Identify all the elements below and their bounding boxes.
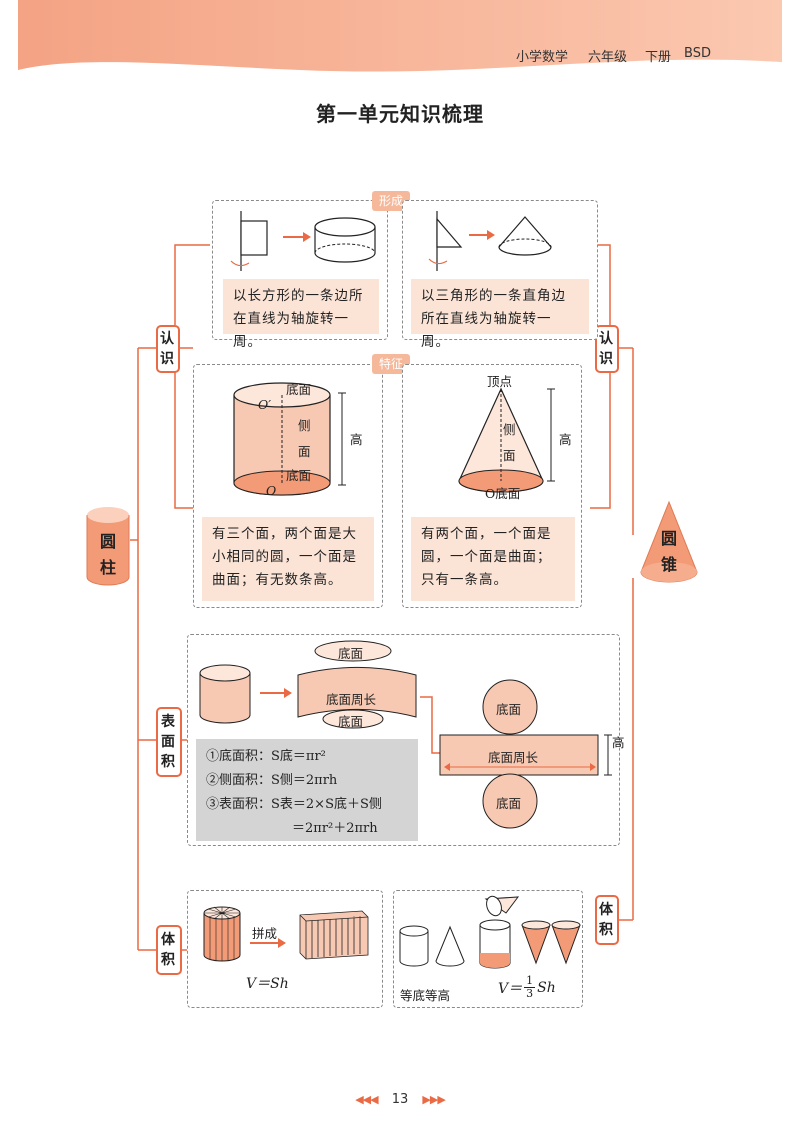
cylinder-volume-figure	[203, 906, 369, 962]
net-height-label: 高	[612, 735, 625, 750]
formula-surface-area: ③表面积：S表＝2×S底＋S侧	[206, 797, 382, 812]
cylinder-volume-formula: V＝Sh	[246, 976, 289, 992]
header-volume: 下册	[645, 50, 672, 65]
cone-height-label: 高	[559, 432, 572, 447]
prev-arrows-icon: ◀◀◀	[355, 1093, 378, 1106]
cone-label-text: 圆锥	[660, 529, 677, 574]
net-bottom-base-label: 底面	[496, 796, 522, 811]
unrolled-perimeter-label: 底面周长	[326, 692, 377, 707]
formation-cone-caption: 以三角形的一条直角边所在直线为轴旋转一周。	[411, 279, 589, 350]
formula-lateral-area: ②侧面积：S侧＝2πrh	[206, 773, 338, 788]
cone-apex-label: 顶点	[487, 374, 513, 389]
section-label-volume-left: 体积	[156, 925, 182, 975]
formation-cylinder-box: 以长方形的一条边所在直线为轴旋转一周。	[212, 200, 388, 350]
cyl-side-label-1: 侧	[298, 418, 311, 433]
page-footer: ◀◀◀ 13 ▶▶▶	[0, 1092, 800, 1107]
header-grade: 六年级	[588, 50, 628, 65]
cyl-bottom-base-label: 底面	[286, 468, 312, 483]
cyl-side-label-2: 面	[298, 444, 311, 459]
feature-cylinder-box: 底面 O′ 侧 面 高 底面 O 有三个面，两个面是大小相同的圆，一个面是曲面；…	[193, 364, 383, 608]
cone-volume-formula: V＝ 1 3 Sh	[498, 975, 556, 1000]
section-label-surface-area: 表面积	[156, 707, 182, 777]
cone-side-label-2: 面	[503, 448, 516, 463]
formation-cylinder-caption: 以长方形的一条边所在直线为轴旋转一周。	[223, 279, 379, 350]
next-arrows-icon: ▶▶▶	[422, 1093, 445, 1106]
surface-area-figure	[199, 640, 612, 829]
cone-formula-suffix: Sh	[537, 979, 556, 996]
cone-formula-fraction: 1 3	[524, 974, 536, 1000]
volume-cone-box: 等底等高 V＝ 1 3 Sh	[393, 890, 583, 1008]
header-subject: 小学数学	[516, 50, 569, 65]
cylinder-shape-label: 圆柱	[85, 505, 131, 587]
rectangle-rotation-figure	[230, 211, 376, 271]
cone-formula-prefix: V＝	[498, 980, 523, 997]
formation-cone-box: 以三角形的一条直角边所在直线为轴旋转一周。	[402, 200, 598, 350]
section-label-volume-right: 体积	[595, 895, 619, 945]
cone-base-label: O底面	[485, 486, 521, 501]
cone-label-icon	[640, 500, 698, 583]
cyl-height-label: 高	[350, 432, 363, 447]
volume-cylinder-box: 拼成 V＝Sh	[187, 890, 383, 1008]
cone-side-label-1: 侧	[503, 422, 516, 437]
header-edition: BSD	[684, 46, 711, 61]
feature-cone-caption: 有两个面，一个面是圆，一个面是曲面；只有一条高。	[411, 517, 575, 601]
cyl-top-base-label: 底面	[286, 382, 312, 397]
feature-cone-box: 顶点 侧 面 高 O底面 有两个面，一个面是圆，一个面是曲面；只有一条高。	[402, 364, 582, 608]
cone-feature-figure	[458, 387, 555, 493]
fraction-denominator: 3	[526, 987, 534, 1000]
cylinder-feature-figure	[233, 382, 346, 496]
page-title: 第一单元知识梳理	[316, 102, 484, 126]
cone-volume-figure	[399, 895, 581, 969]
cyl-top-center-label: O′	[258, 397, 272, 412]
section-label-recognition-right: 认识	[595, 325, 619, 373]
cylinder-label-icon	[86, 507, 130, 586]
triangle-rotation-figure	[428, 211, 552, 271]
tag-formation: 形成	[372, 191, 410, 211]
cone-shape-label: 圆锥	[639, 500, 699, 588]
formula-surface-area-expanded: ＝2πr²＋2πrh	[292, 821, 378, 836]
net-perimeter-label: 底面周长	[488, 750, 539, 765]
surface-area-box: 底面 底面周长 底面 底面 底面周长 高 底面 ①底面积：S底＝πr² ②侧面积…	[187, 634, 625, 846]
formula-base-area: ①底面积：S底＝πr²	[206, 749, 326, 764]
fraction-numerator: 1	[524, 974, 536, 988]
surface-formula-box: ①底面积：S底＝πr² ②侧面积：S侧＝2πrh ③表面积：S表＝2×S底＋S侧…	[196, 739, 418, 841]
cylinder-label-text: 圆柱	[99, 532, 116, 577]
tag-features: 特征	[372, 354, 410, 374]
header-banner	[18, 0, 782, 72]
net-top-base-label: 底面	[496, 702, 522, 717]
equal-base-height-label: 等底等高	[400, 988, 451, 1003]
feature-cylinder-caption: 有三个面，两个面是大小相同的圆，一个面是曲面；有无数条高。	[202, 517, 374, 601]
combine-label: 拼成	[252, 926, 278, 941]
unrolled-bottom-base-label: 底面	[338, 714, 364, 729]
unrolled-top-base-label: 底面	[338, 646, 364, 661]
page-number: 13	[391, 1092, 409, 1107]
section-label-recognition-left: 认识	[156, 325, 180, 373]
cyl-bottom-center-label: O	[266, 483, 277, 498]
